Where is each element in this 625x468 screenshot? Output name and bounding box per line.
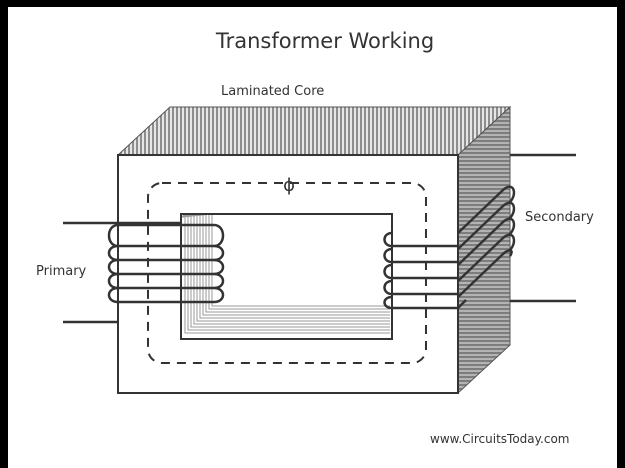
core-top-face [116,106,512,156]
core-window-depth [181,212,390,334]
secondary-winding [383,153,576,310]
website-credit: www.CircuitsToday.com [430,432,569,446]
core-window [180,213,393,340]
laminated-core-label: Laminated Core [221,84,324,99]
diagram-title: Transformer Working [215,29,434,53]
flux-symbol: ϕ [283,175,295,196]
core-side-face [457,105,511,395]
primary-winding [63,221,225,324]
primary-label: Primary [36,264,87,279]
secondary-label: Secondary [525,210,594,225]
